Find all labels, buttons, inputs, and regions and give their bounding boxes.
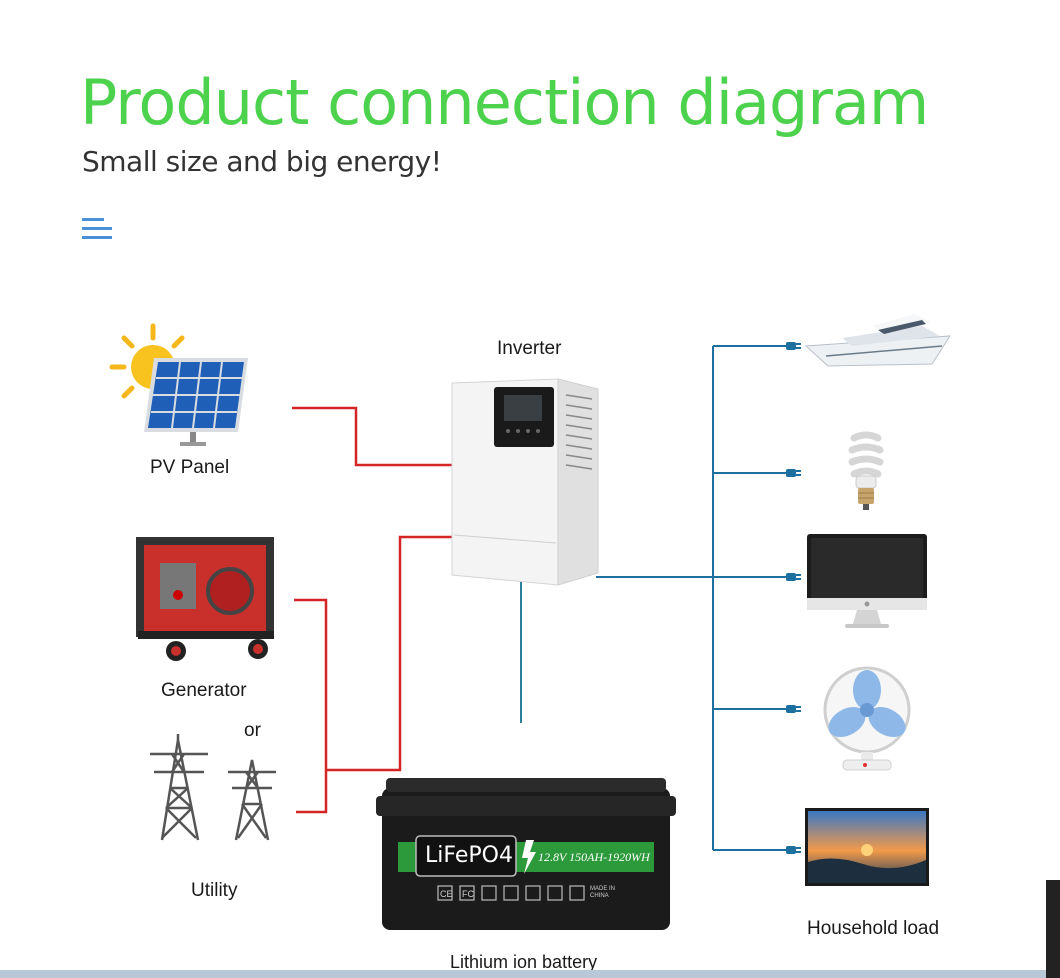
plug-icon (786, 469, 801, 477)
pv-to-inverter-line (292, 406, 452, 467)
household-load-label: Household load (807, 918, 940, 939)
page-subtitle: Small size and big energy! (82, 145, 442, 178)
or-label: or (244, 720, 261, 741)
battery-cert-fc: FC (462, 889, 474, 899)
yacht-icon (804, 314, 951, 367)
inverter-icon (451, 378, 599, 586)
ac-source-to-inverter-line (326, 535, 452, 772)
tv-icon (805, 808, 929, 886)
battery-label: Lithium ion battery (450, 952, 598, 972)
page-title: Product connection diagram (80, 66, 929, 139)
battery-brand-text: LiFePO4 (425, 843, 513, 868)
plug-icon (786, 846, 801, 854)
battery-spec-text: 12.8V 150AH-1920WH (538, 850, 650, 864)
generator-label: Generator (161, 680, 247, 701)
generator-icon (136, 537, 274, 661)
plug-icon (786, 705, 801, 713)
battery-cert-made: MADE IN CHINA (590, 886, 616, 899)
solar-panel-icon (144, 358, 248, 446)
monitor-icon (807, 534, 927, 628)
battery-cert-ce: CE (440, 889, 453, 899)
plug-icon (786, 342, 801, 350)
pv-panel-label: PV Panel (150, 457, 230, 478)
right-edge-strip (1046, 880, 1060, 978)
battery-icon (376, 778, 676, 930)
inverter-label: Inverter (497, 338, 562, 359)
pylon-icon (150, 734, 276, 841)
plug-icon (786, 573, 801, 581)
bottom-divider (0, 970, 1060, 978)
fan-icon (823, 666, 911, 771)
menu-icon[interactable] (82, 218, 112, 240)
bulb-icon (848, 431, 884, 510)
utility-label: Utility (191, 880, 238, 901)
generator-line (294, 598, 328, 814)
